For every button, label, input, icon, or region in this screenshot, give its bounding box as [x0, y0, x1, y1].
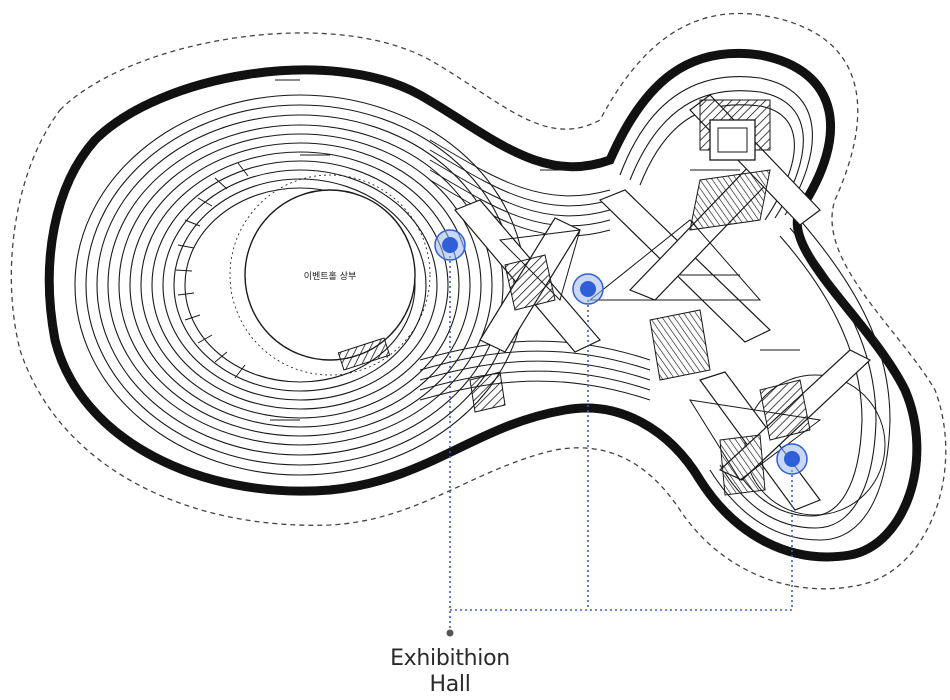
event-hall-label: 이벤트홀 상부: [304, 270, 357, 282]
outer-wall: [44, 48, 922, 562]
corridor-rings-bottom: [419, 340, 651, 401]
corridor-rings-top: [429, 139, 611, 237]
location-marker-2[interactable]: [572, 273, 604, 305]
location-marker-1[interactable]: [434, 229, 466, 261]
leader-lines: [449, 246, 793, 632]
site-boundary-dashed: [10, 12, 947, 590]
seating-rows: [175, 162, 249, 379]
hall-label-line2: Hall: [429, 672, 471, 697]
stair-block-left: [337, 337, 391, 371]
room-upper-right: [709, 119, 756, 161]
hatched-blocks: [469, 99, 811, 496]
left-lobe-rings: [74, 94, 526, 476]
hall-label-line1: Exhibithion: [390, 646, 510, 671]
exhibition-hall-label: Exhibithion Hall: [330, 646, 570, 698]
annotation-ticks: [270, 79, 800, 421]
event-hall-circle: [244, 189, 416, 361]
leader-endpoint-dot: [446, 629, 454, 637]
location-marker-3[interactable]: [776, 443, 808, 475]
